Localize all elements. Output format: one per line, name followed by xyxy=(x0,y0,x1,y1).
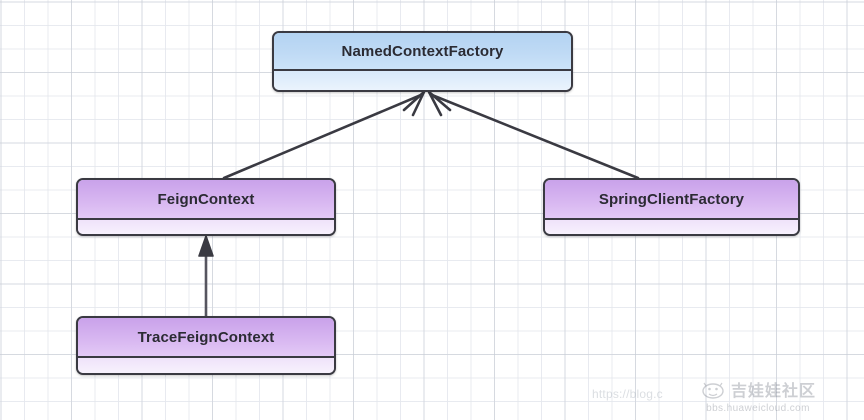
class-box-springclientfactory[interactable]: SpringClientFactory xyxy=(543,178,800,236)
community-watermark: 吉娃娃社区 bbs.huaweicloud.com xyxy=(700,377,816,414)
class-title-tracefeigncontext: TraceFeignContext xyxy=(78,318,334,358)
community-domain-text: bbs.huaweicloud.com xyxy=(706,403,810,414)
community-name-text: 吉娃娃社区 xyxy=(731,383,817,400)
class-members-tracefeigncontext xyxy=(78,358,334,373)
open-arrowhead-icon xyxy=(402,90,426,117)
cloud-mascot-icon xyxy=(702,382,724,399)
relation-line xyxy=(222,93,423,180)
class-title-springclientfactory: SpringClientFactory xyxy=(545,180,798,220)
open-arrowhead-icon xyxy=(427,90,452,117)
relation-line xyxy=(430,93,640,180)
class-members-namedcontextfactory xyxy=(274,71,571,90)
class-title-feigncontext: FeignContext xyxy=(78,180,334,220)
blog-url-watermark: https://blog.c xyxy=(592,387,663,401)
class-box-tracefeigncontext[interactable]: TraceFeignContext xyxy=(76,316,336,375)
class-members-feigncontext xyxy=(78,220,334,234)
class-members-springclientfactory xyxy=(545,220,798,234)
filled-arrowhead-icon xyxy=(198,235,214,257)
class-box-namedcontextfactory[interactable]: NamedContextFactory xyxy=(272,31,573,92)
class-title-namedcontextfactory: NamedContextFactory xyxy=(274,33,571,71)
class-box-feigncontext[interactable]: FeignContext xyxy=(76,178,336,236)
relation-feign-to-namedcontextfactory xyxy=(222,90,426,180)
community-watermark-row: 吉娃娃社区 xyxy=(700,377,816,401)
relation-tracefeigncontext-to-feigncontext xyxy=(198,235,214,318)
relation-springclientfactory-to-namedcontextfactory xyxy=(427,90,640,180)
